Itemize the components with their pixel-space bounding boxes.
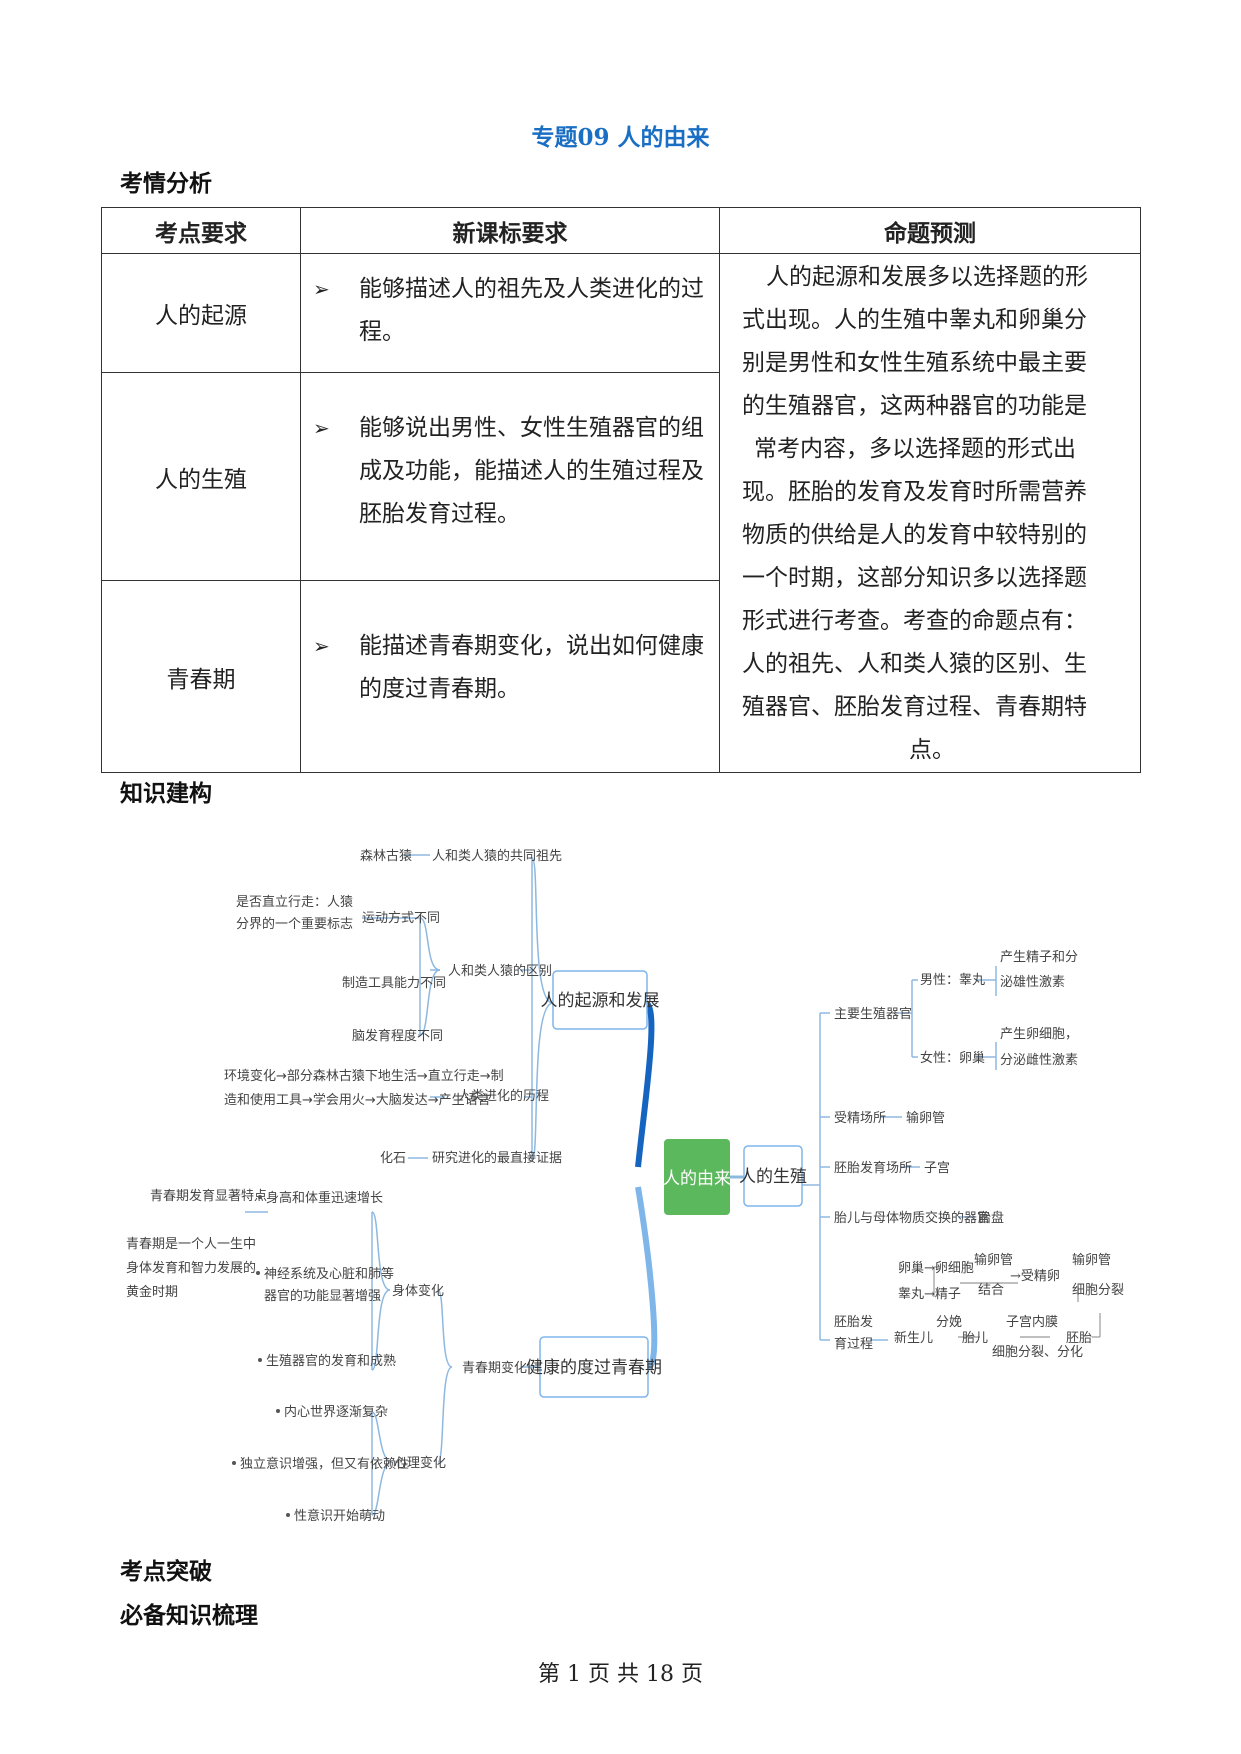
node-forest-ape: 森林古猿 [360, 849, 412, 864]
prediction-cell: 人的起源和发展多以选择题的形 式出现。人的生殖中睾丸和卵巢分 别是男性和女性生殖… [719, 253, 1141, 773]
requirement-item: ➢能够说出男性、女性生殖器官的组成及功能，能描述人的生殖过程及胚胎发育过程。 [301, 393, 719, 550]
section-heading-analysis: 考情分析 [120, 170, 212, 197]
node-nerve2: 器官的功能显著增强 [264, 1288, 381, 1304]
proc-ovary: 卵巢→卵细胞 [898, 1261, 974, 1276]
table-row: 人的起源 ➢能够描述人的祖先及人类进化的过程。 人的起源和发展多以选择题的形 式… [101, 252, 1141, 773]
topic-cell: 人的起源 [101, 252, 301, 374]
node-golden1: 青春期是一个人一生中 [126, 1237, 256, 1252]
table-header-row: 考点要求 新课标要求 命题预测 [101, 207, 1141, 254]
node-tool-diff: 制造工具能力不同 [342, 976, 446, 991]
proc-divide: 细胞分裂 [1072, 1283, 1124, 1298]
requirement-item: ➢能描述青春期变化，说出如何健康的度过青春期。 [301, 611, 719, 725]
branch-label-repro: 人的生殖 [739, 1167, 807, 1187]
proc-oviduct: 输卵管 [974, 1252, 1013, 1268]
proc-endometrium: 子宫内膜 [1006, 1314, 1058, 1330]
node-evidence: 研究进化的最直接证据 [432, 1150, 562, 1166]
node-placenta: 胎盘 [978, 1210, 1004, 1226]
page-footer: 第 1 页 共 18 页 [538, 1662, 703, 1687]
topic-cell: 青春期 [101, 580, 301, 773]
proc-newborn: 新生儿 [894, 1330, 933, 1346]
node-embryo-process1: 胚胎发 [834, 1314, 873, 1330]
proc-fetus: 胎儿 [962, 1331, 988, 1346]
center-label: 人的由来 [663, 1169, 731, 1189]
arrow-bullet-icon: ➢ [313, 634, 330, 659]
requirement-item: ➢能够描述人的祖先及人类进化的过程。 [301, 254, 719, 368]
node-male-func2: 泌雄性激素 [1000, 975, 1065, 990]
node-uterus: 子宫 [924, 1161, 950, 1176]
node-embryo-site: 胚胎发育场所 [834, 1160, 912, 1176]
node-male: 男性：睾丸 [920, 972, 985, 988]
node-sex-organ: 生殖器官的发育和成熟 [266, 1353, 396, 1369]
node-human-ape-diff: 人和类人猿的区别 [448, 963, 552, 979]
node-nerve1: 神经系统及心脏和肺等 [264, 1266, 394, 1282]
page-title: 专题09 人的由来 [531, 124, 710, 151]
node-mind-change: 心理变化 [394, 1455, 446, 1471]
node-height-weight: 身高和体重迅速增长 [266, 1190, 383, 1206]
node-golden3: 黄金时期 [126, 1284, 178, 1300]
node-fossil: 化石 [380, 1151, 406, 1166]
node-body-change: 身体变化 [392, 1283, 444, 1299]
node-embryo-process2: 育过程 [834, 1336, 873, 1352]
proc-differentiate: 细胞分裂、分化 [992, 1345, 1083, 1360]
node-motion-diff: 运动方式不同 [362, 910, 440, 926]
node-upright-line1: 是否直立行走：人猿 [236, 895, 353, 910]
node-evolution-line2: 造和使用工具→学会用火→大脑发达→产生语言 [224, 1092, 491, 1108]
node-youth-feature: 青春期发育显著特点 [150, 1188, 267, 1204]
node-youth-change: 青春期变化 [462, 1360, 527, 1376]
section-heading-structure: 知识建构 [120, 780, 212, 807]
branch-connector-youth [635, 1186, 658, 1370]
node-common-ancestor: 人和类人猿的共同祖先 [432, 848, 562, 864]
node-upright-line2: 分界的一个重要标志 [236, 916, 353, 932]
node-main-organs: 主要生殖器官 [834, 1006, 912, 1022]
proc-embryo: 胚胎 [1066, 1331, 1092, 1346]
node-female-func1: 产生卵细胞， [1000, 1027, 1078, 1042]
section-heading-knowledge: 必备知识梳理 [120, 1602, 258, 1629]
header-topic: 考点要求 [101, 207, 301, 254]
proc-combine: 结合 [978, 1283, 1004, 1298]
node-female-func2: 分泌雌性激素 [1000, 1052, 1078, 1068]
node-female: 女性：卵巢 [920, 1050, 985, 1066]
proc-testis: 睾丸→精子 [898, 1286, 961, 1302]
arrow-bullet-icon: ➢ [313, 277, 330, 301]
table-row: 人的生殖 ➢能够说出男性、女性生殖器官的组成及功能，能描述人的生殖过程及胚胎发育… [101, 372, 1141, 582]
branch-label-youth: 健康的度过青春期 [526, 1358, 662, 1378]
proc-birth: 分娩 [936, 1315, 962, 1330]
branch-connector-origin [635, 1000, 655, 1168]
node-evolution-line1: 环境变化→部分森林古猿下地生活→直立行走→制 [224, 1068, 504, 1084]
branch-label-origin: 人的起源和发展 [541, 991, 660, 1011]
node-oviduct: 输卵管 [906, 1110, 945, 1126]
node-brain-diff: 脑发育程度不同 [352, 1028, 443, 1044]
proc-zygote: →受精卵 [1010, 1269, 1060, 1284]
proc-oviduct2: 输卵管 [1072, 1252, 1111, 1268]
node-male-func1: 产生精子和分 [1000, 950, 1078, 965]
table-row: 青春期 ➢能描述青春期变化，说出如何健康的度过青春期。 [101, 580, 1141, 773]
node-exchange-organ: 胎儿与母体物质交换的器官 [834, 1210, 990, 1226]
mindmap-center-node [664, 1139, 730, 1215]
branch-node-youth [539, 1336, 649, 1398]
branch-node-repro [743, 1145, 803, 1207]
node-evolution-process: 人类进化的历程 [458, 1088, 549, 1104]
node-golden2: 身体发育和智力发展的 [126, 1260, 256, 1276]
node-fertilization-site: 受精场所 [834, 1111, 886, 1126]
node-sex-awareness: 性意识开始萌动 [294, 1508, 385, 1524]
prediction-text: 人的起源和发展多以选择题的形 式出现。人的生殖中睾丸和卵巢分 别是男性和女性生殖… [742, 264, 1088, 763]
requirements-table: 考点要求 新课标要求 命题预测 人的起源 ➢能够描述人的祖先及人类进化的过程。 … [101, 207, 1141, 773]
branch-node-origin [552, 970, 648, 1030]
topic-cell: 人的生殖 [101, 372, 301, 582]
node-inner-world: 内心世界逐渐复杂 [284, 1404, 388, 1420]
section-heading-breakthrough: 考点突破 [120, 1558, 212, 1585]
arrow-bullet-icon: ➢ [313, 416, 330, 441]
node-independence: 独立意识增强，但又有依赖性 [240, 1456, 409, 1472]
